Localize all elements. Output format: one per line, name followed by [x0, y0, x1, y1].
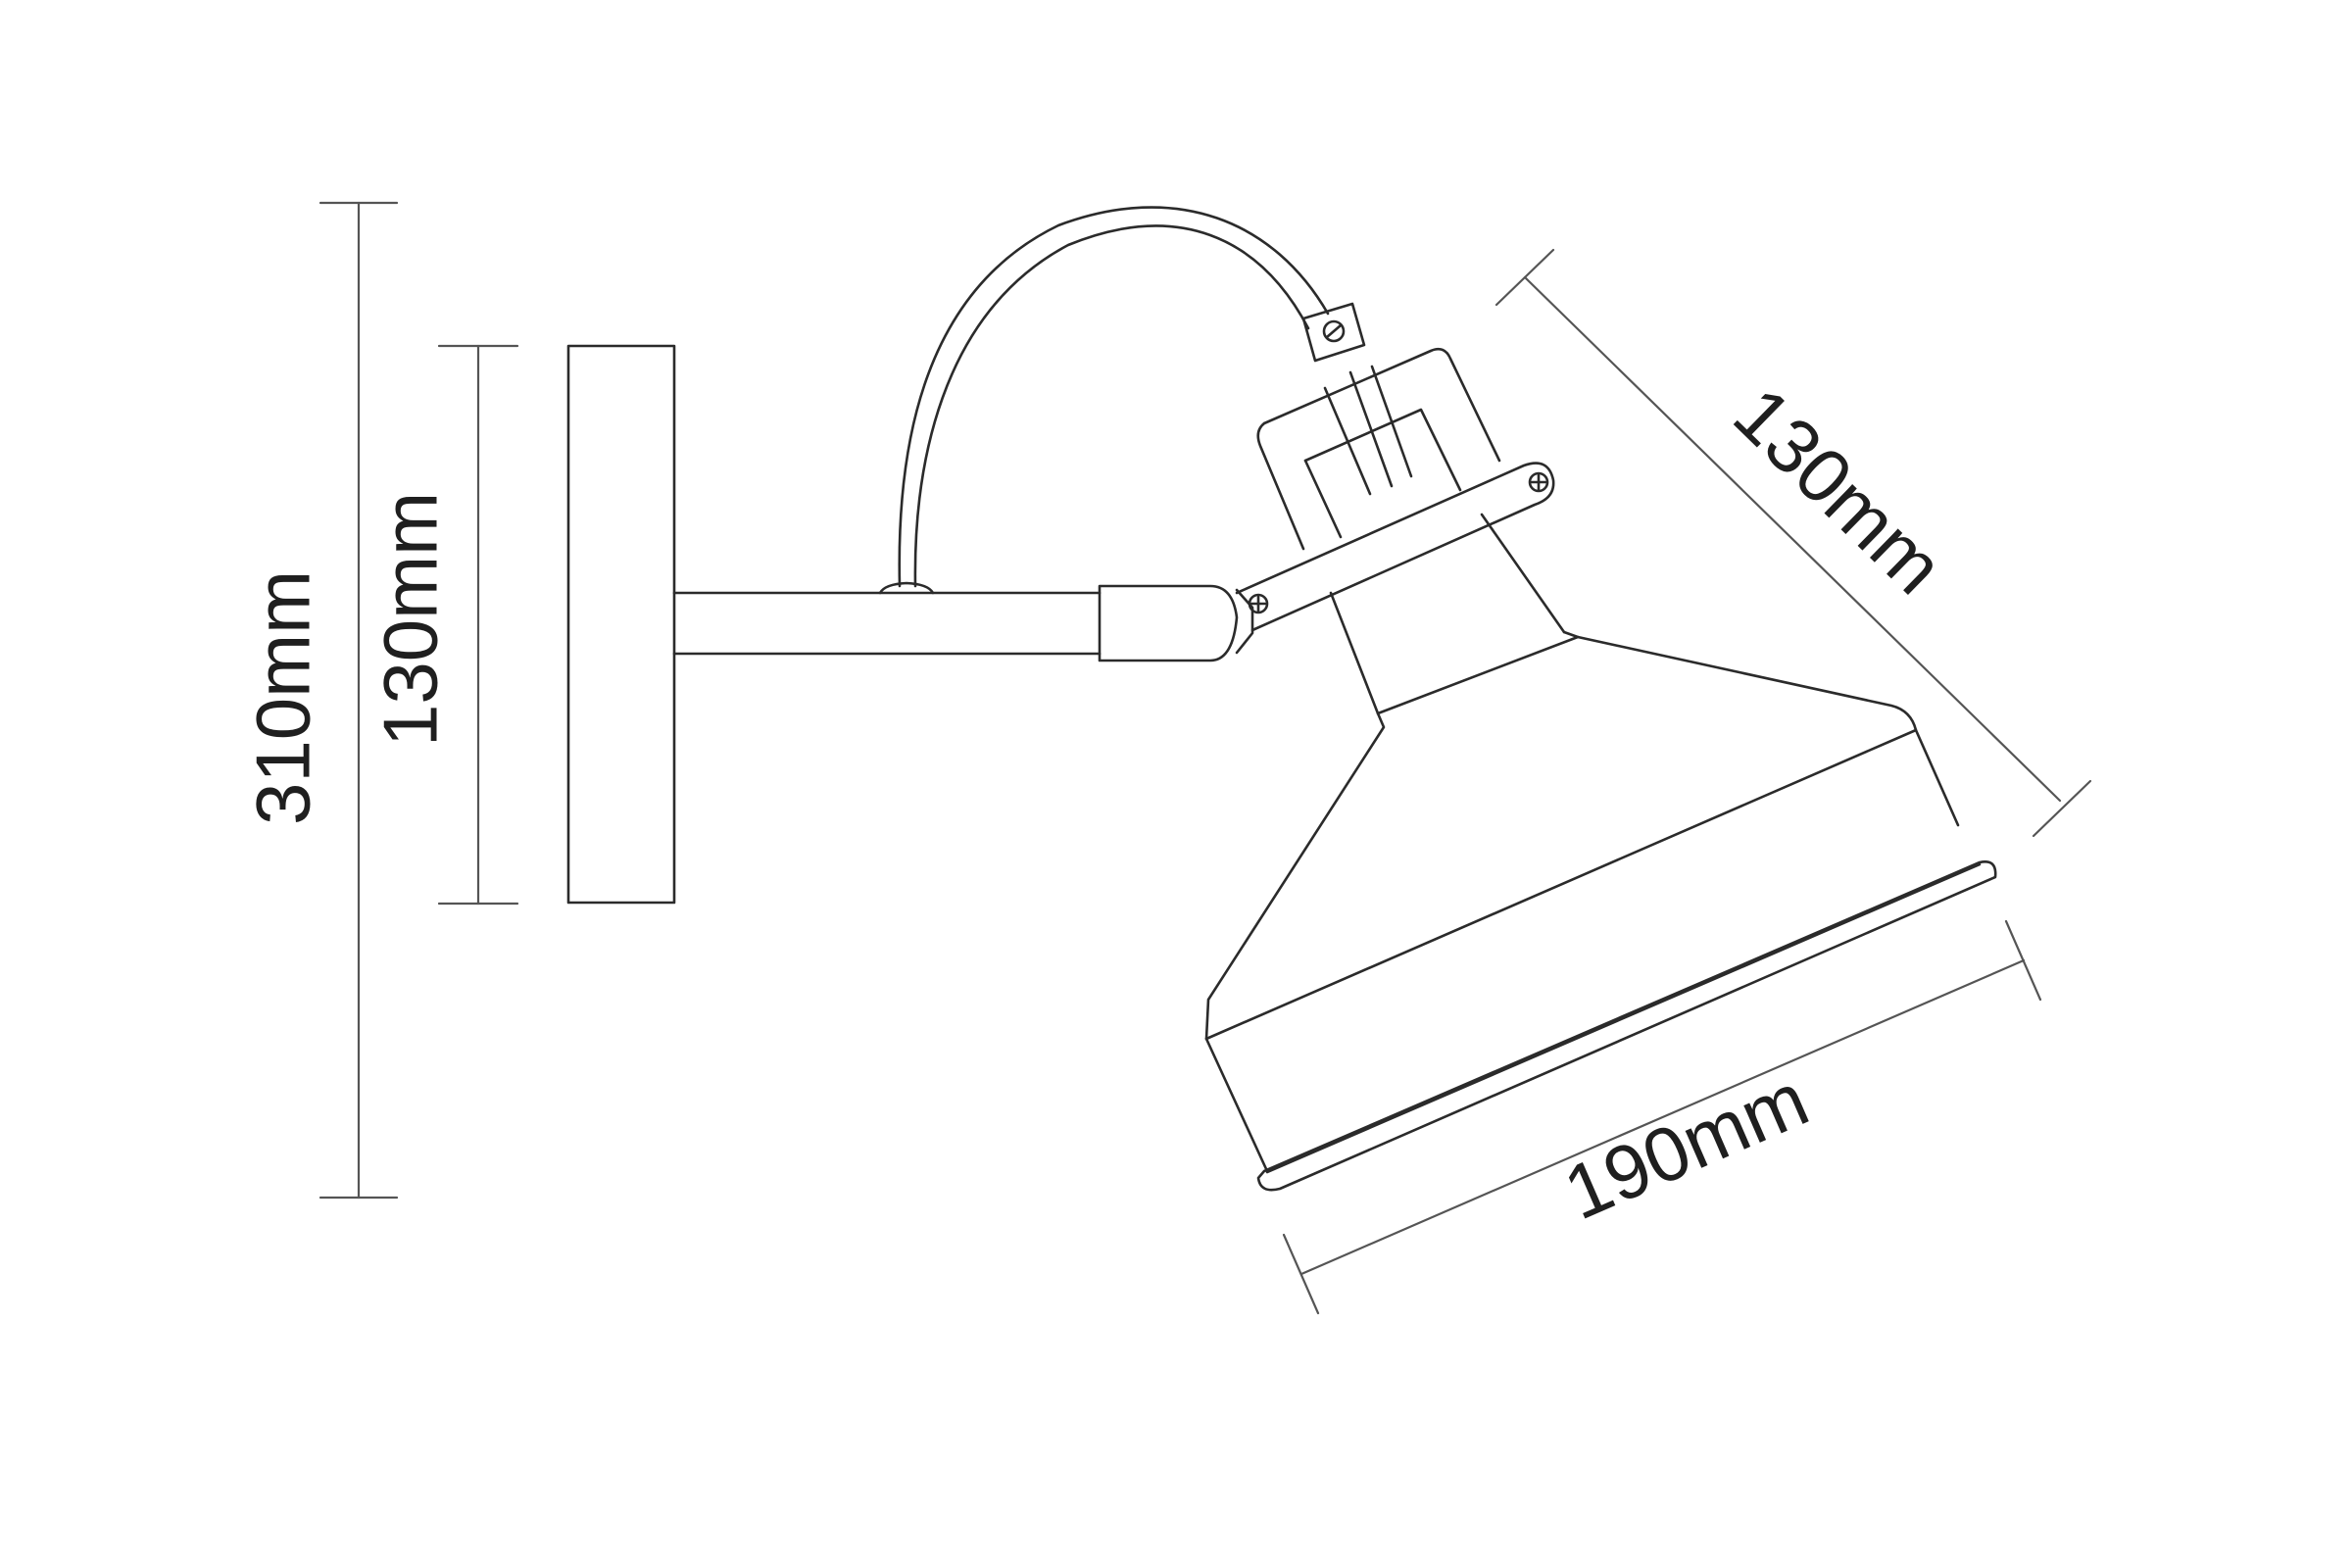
- overall-height-label: 310mm: [240, 570, 326, 825]
- power-cable: [898, 206, 1330, 588]
- lamp-arm: [672, 581, 1102, 656]
- shade-height-label: 130mm: [1718, 370, 1961, 611]
- bracket-screw-icon: [1528, 471, 1549, 493]
- holder-screw-icon: [1322, 319, 1346, 343]
- lamp-holder-cage: [1256, 302, 1501, 551]
- shade-diameter-label: 190mm: [1552, 1055, 1821, 1236]
- swivel-joint: [1098, 584, 1254, 662]
- lamp-shade: [1204, 513, 1997, 1192]
- backplate-height-dimension: 130mm: [368, 344, 519, 906]
- joint-screw-icon: [1248, 593, 1269, 614]
- shade-height-dimension: 130mm: [1494, 248, 2092, 838]
- backplate-height-label: 130mm: [368, 492, 454, 747]
- shade-bracket: [1235, 462, 1555, 632]
- wall-backplate: [566, 344, 676, 905]
- overall-height-dimension: 310mm: [240, 201, 399, 1200]
